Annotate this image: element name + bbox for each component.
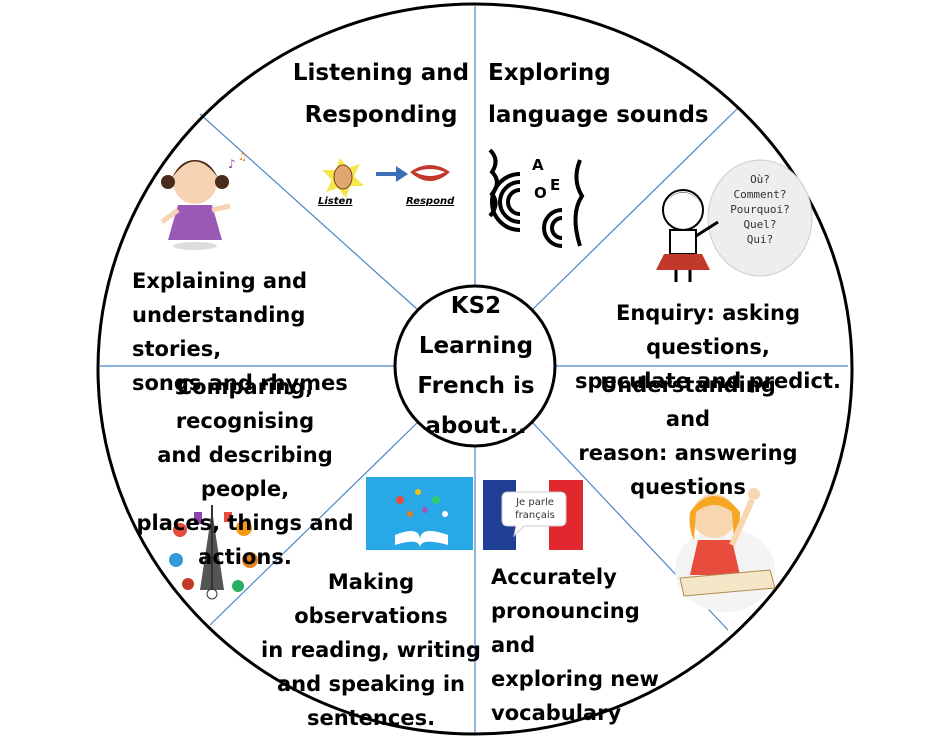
segment-stories-label: Explaining and understanding stories, so… [132, 269, 348, 395]
outer-circle [96, 2, 854, 736]
inner-circle [393, 284, 557, 448]
segment-pronouncing-label: Accurately pronouncing and exploring new… [491, 565, 659, 725]
segment-observations-label: Making observations in reading, writing … [261, 570, 481, 730]
girl-raising-hand-icon [675, 488, 776, 612]
magic-book-icon [366, 477, 473, 550]
paris-collage-icon [169, 505, 258, 600]
question-bubble-text: Où? Comment? Pourquoi? Quel? Qui? [730, 173, 790, 246]
sound-waves-icon [488, 148, 585, 248]
svg-text:♫: ♫ [238, 152, 247, 163]
questioning-girl-icon [656, 159, 813, 282]
singing-girl-icon: ♪ ♫ [160, 152, 247, 250]
respond-caption: Respond [406, 196, 455, 207]
divider-diag-ur [531, 107, 739, 311]
divider-diag-ul [199, 113, 419, 311]
flag-bubble-text: Je parle français [515, 497, 555, 521]
segment-exploring-sounds-label: Exploring language sounds [488, 60, 709, 128]
segment-comparing-label: Comparing, recognising and describing pe… [136, 375, 354, 569]
segment-enquiry-label: Enquiry: asking questions, speculate and… [575, 301, 841, 393]
svg-text:♪: ♪ [228, 157, 236, 171]
listen-respond-icon [322, 158, 450, 198]
french-flag-icon [483, 480, 583, 550]
listen-caption: Listen [318, 196, 353, 207]
segment-understanding-label: Understanding and reason: answering ques… [578, 373, 798, 499]
center-title: KS2 Learning French is about... [417, 293, 535, 439]
divider-diag-ll [209, 421, 419, 626]
sound-letter-o: O [534, 184, 547, 202]
sound-letter-a: A [532, 156, 544, 174]
sound-letter-e: E [550, 176, 561, 194]
segment-listening-label: Listening and Responding [292, 60, 470, 128]
